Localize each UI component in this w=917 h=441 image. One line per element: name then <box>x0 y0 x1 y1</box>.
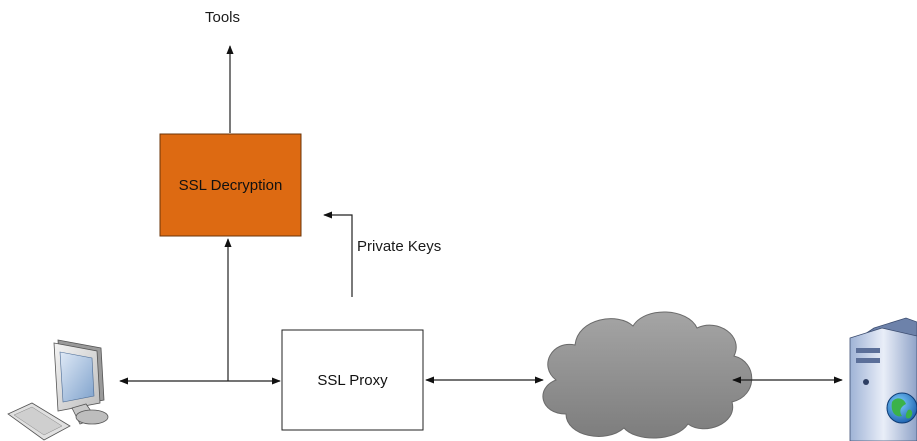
ssl-proxy-label: SSL Proxy <box>317 371 388 389</box>
tools-label: Tools <box>205 9 241 26</box>
server-globe-icon <box>849 317 917 441</box>
ssl-decryption-box <box>159 133 302 237</box>
cloud-icon <box>542 311 753 439</box>
private-keys-label: Private Keys <box>357 238 442 255</box>
desktop-computer-icon <box>7 339 109 441</box>
ssl-decryption-label: SSL Decryption <box>178 176 283 194</box>
private-keys-arrow <box>323 211 353 297</box>
ssl-proxy-box <box>281 329 424 431</box>
